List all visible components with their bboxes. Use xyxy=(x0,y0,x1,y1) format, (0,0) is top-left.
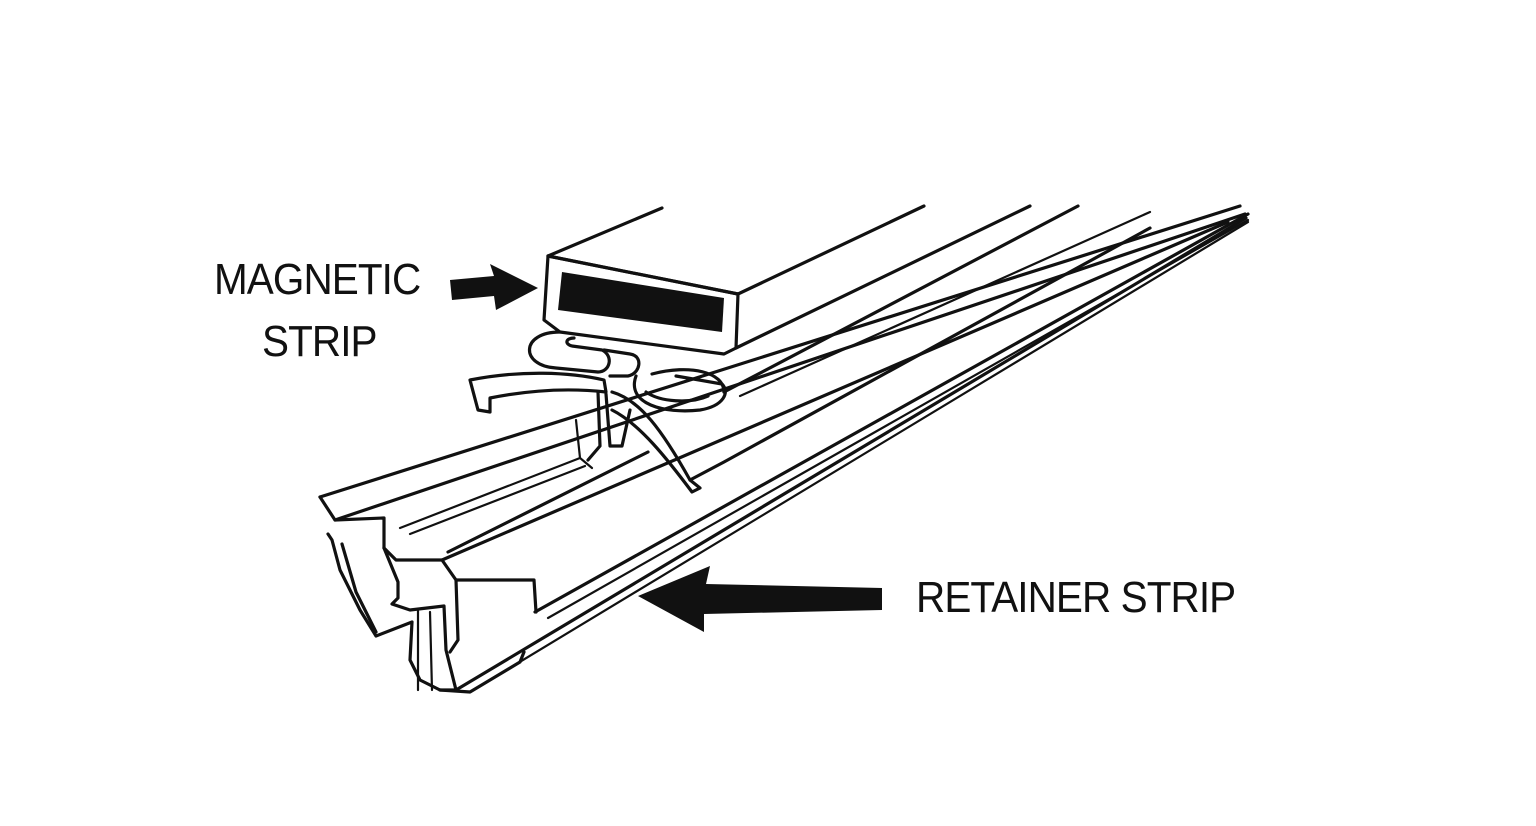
magnetic-strip-label-line2: STRIP xyxy=(262,317,378,366)
retainer-arrow-icon xyxy=(638,566,882,632)
gasket-bulb-loop xyxy=(650,368,726,394)
magnet-box-side-3 xyxy=(738,210,1152,398)
magnetic-strip-insert xyxy=(558,272,724,332)
magnetic-arrow-icon xyxy=(450,264,538,310)
retainer-rail-5 xyxy=(454,216,1248,692)
retainer-profile-lip xyxy=(438,650,526,694)
retainer-profile-web xyxy=(382,546,460,654)
gasket-fin-left xyxy=(468,371,608,414)
gasket-fin-right xyxy=(610,390,702,494)
retainer-groove-c xyxy=(446,450,650,554)
retainer-profile-notch xyxy=(454,578,538,614)
magnet-box-top-back xyxy=(736,204,926,296)
arrows xyxy=(450,264,882,632)
retainer-rail-6 xyxy=(468,220,1250,694)
magnet-box-top-long xyxy=(546,254,740,296)
magnet-box-top-front xyxy=(546,206,664,258)
magnetic-gasket-drawing xyxy=(468,204,1152,494)
gasket-bulb-right-inner xyxy=(644,390,710,403)
retainer-strip-label: RETAINER STRIP xyxy=(916,573,1236,622)
retainer-profile-outer xyxy=(318,495,458,692)
retainer-rail-3 xyxy=(533,212,1250,614)
gasket-bulb-left xyxy=(528,330,611,374)
retainer-groove-b xyxy=(408,464,587,536)
retainer-strip-drawing xyxy=(318,204,1250,694)
retainer-rail-top xyxy=(318,204,1242,499)
retainer-profile-inner-left xyxy=(340,542,378,634)
gasket-stem-barb xyxy=(574,418,594,470)
gasket-bulb-mid xyxy=(602,348,641,378)
retainer-groove-a xyxy=(398,456,582,530)
retainer-rail-2 xyxy=(440,220,1230,562)
retainer-profile-stem-2 xyxy=(428,610,434,692)
magnetic-strip-label-line1: MAGNETIC xyxy=(214,255,421,304)
magnet-box-side-2 xyxy=(722,204,1080,394)
magnet-box-side-1 xyxy=(734,204,1032,350)
gasket-stem xyxy=(586,390,632,462)
gasket-fin-base xyxy=(688,226,1152,482)
retainer-rail-1 xyxy=(333,212,1247,522)
